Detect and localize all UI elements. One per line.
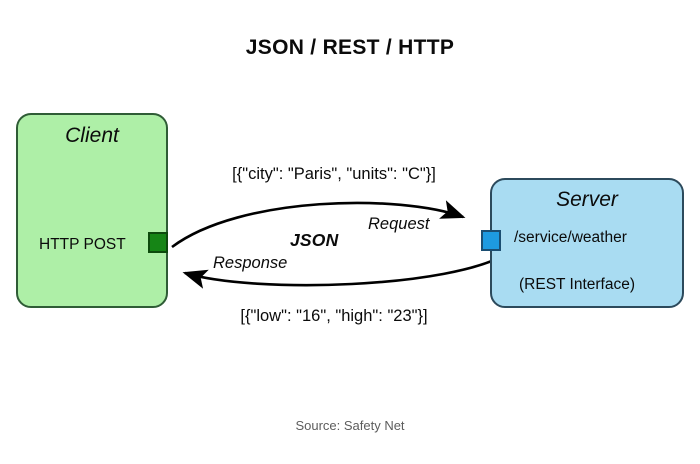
- page-title: JSON / REST / HTTP: [245, 36, 455, 59]
- protocol-label: JSON: [290, 230, 339, 250]
- request-payload-text: [{"city": "Paris", "units": "C"}]: [232, 165, 436, 183]
- node-client[interactable]: Client HTTP POST: [16, 113, 168, 308]
- server-heading: Server: [556, 188, 618, 211]
- client-port-icon: [148, 232, 168, 253]
- client-http-method-label: HTTP POST: [39, 236, 126, 253]
- server-port-icon: [481, 230, 501, 251]
- request-arrow-label: Request: [368, 215, 430, 233]
- client-heading: Client: [65, 124, 119, 147]
- server-endpoint-path: /service/weather: [514, 229, 627, 246]
- source-credit: Source: Safety Net: [295, 418, 405, 433]
- response-payload-text: [{"low": "16", "high": "23"}]: [240, 307, 428, 325]
- response-arrow-label: Response: [213, 254, 288, 272]
- server-interface-label: (REST Interface): [519, 276, 636, 293]
- node-server[interactable]: Server /service/weather (REST Interface): [490, 178, 684, 308]
